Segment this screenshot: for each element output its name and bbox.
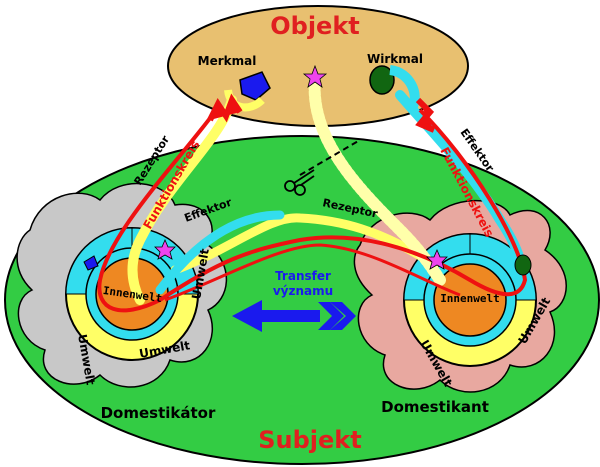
transfer-label: Transfer [275,269,331,283]
rezeptor-tube-mid [170,213,435,275]
star-icon [302,64,328,88]
left-blob [83,255,99,271]
wirkmal-shape [369,65,436,133]
rezeptor-tube-left [127,95,237,305]
subjekt-title: Subjekt [258,426,362,454]
scissors-icon [284,169,315,196]
domestikator-label: Domestikátor [101,404,216,422]
rezeptor-tube-dashed [308,74,446,286]
domestikant-label: Domestikant [381,398,489,416]
effektor-tube-left [155,210,285,295]
funktionskreis-inner [164,243,461,302]
wirkmal-label: Wirkmal [367,52,423,66]
star-icon [154,238,176,260]
innenwelt-right-label: Innenwelt [440,292,500,305]
star-icon [426,248,448,270]
right-blob [514,254,532,276]
merkmal-shape [207,71,271,123]
merkmal-label: Merkmal [198,54,257,68]
cut-line [299,139,361,176]
transfer-arrow [232,300,356,332]
objekt-title: Objekt [270,12,360,40]
vyznamu-label: významu [273,284,333,298]
